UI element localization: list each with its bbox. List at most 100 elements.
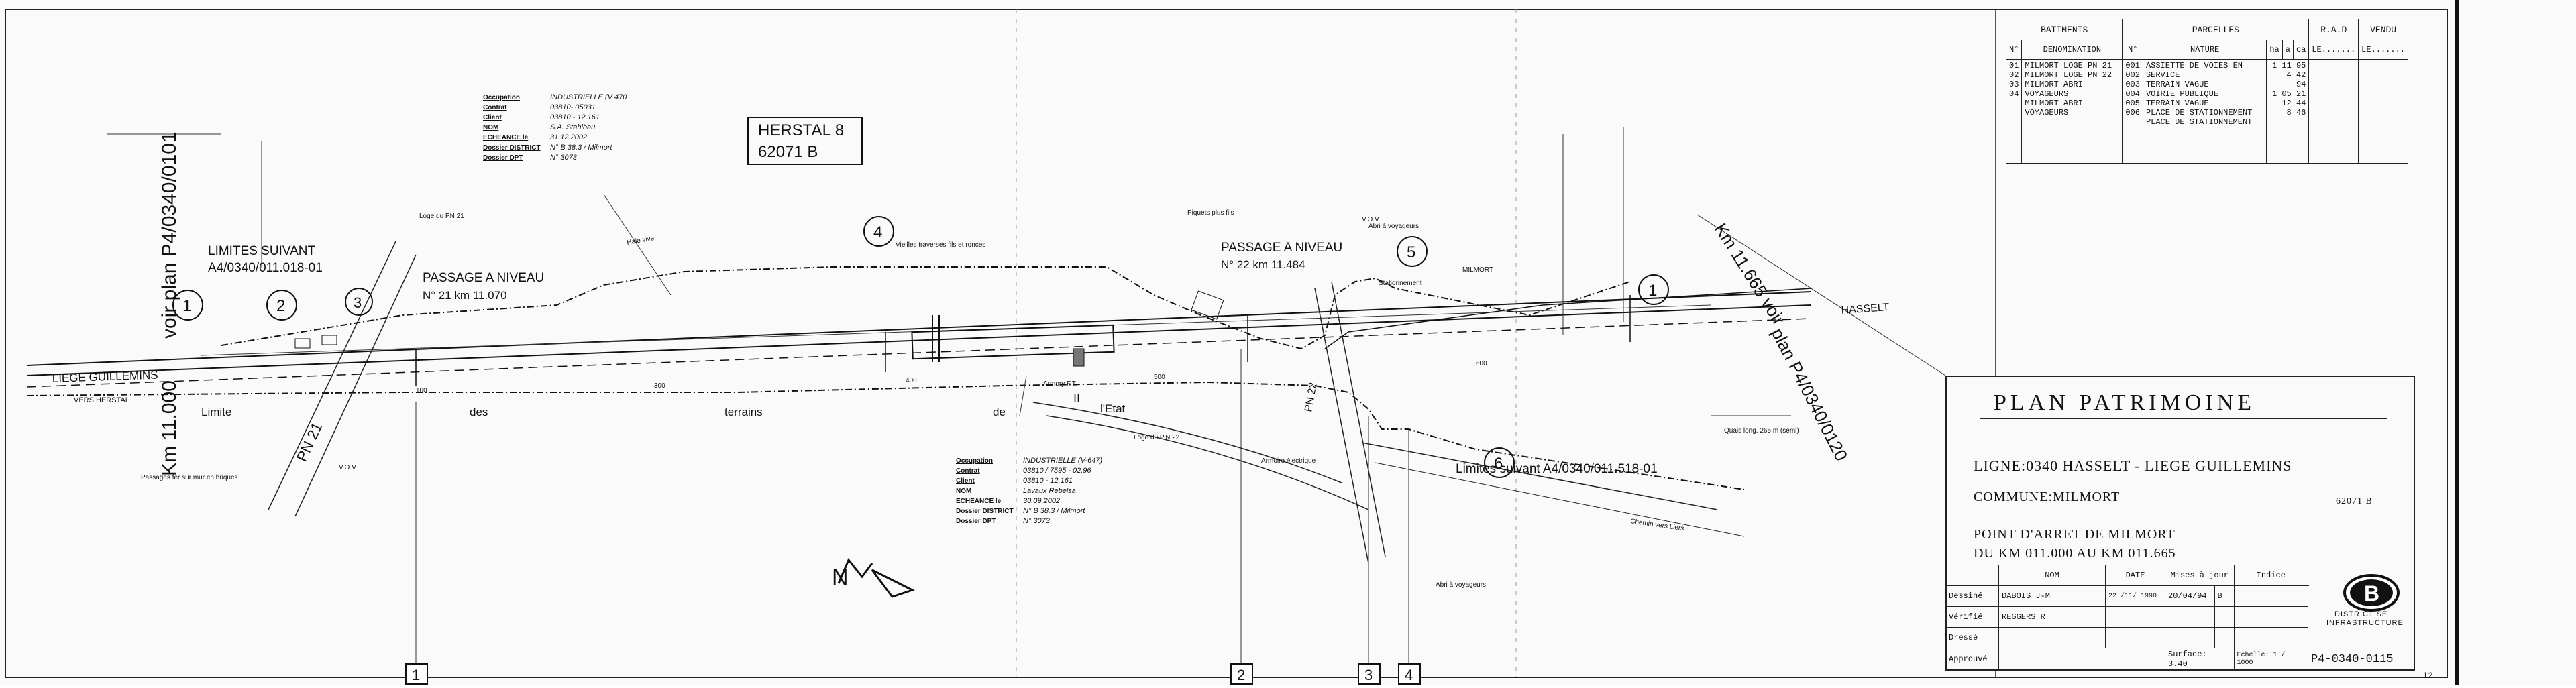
legend-entry: MILMORT LOGE PN 22 xyxy=(2025,70,2112,80)
station-right-label: HASSELT xyxy=(1841,302,1890,317)
sig-surface: Surface: 3.40 xyxy=(2165,648,2235,671)
label-piquets: Piquets plus fils xyxy=(1187,209,1234,217)
pn22-road xyxy=(1331,281,1386,557)
sncb-logo-icon: B xyxy=(2343,574,2400,612)
limits-left-ref: A4/0340/011.018-01 xyxy=(208,261,323,275)
occupation-value: N° 3073 xyxy=(550,154,578,162)
plan-left-label: voir plan P4/0340/0101 xyxy=(158,131,180,339)
occupation-value: 03810 / 7595 - 02.96 xyxy=(1023,467,1091,475)
label-vov-2: V.O.V xyxy=(1362,216,1379,223)
occupation-key: ECHEANCE le xyxy=(483,134,529,141)
diagonal-km-line xyxy=(1697,214,1946,376)
occupation-value: 03810 - 12.161 xyxy=(550,113,600,121)
district-label: DISTRICT SE xyxy=(2334,610,2388,618)
occupation-key: Occupation xyxy=(483,94,520,101)
km-start-label: Km 11.000 xyxy=(158,380,180,476)
occupation-key: Dossier DPT xyxy=(483,154,523,162)
limit-word-3: terrains xyxy=(724,406,763,418)
svg-text:2: 2 xyxy=(276,297,285,315)
road-curve xyxy=(1032,402,1342,483)
sig-date-header: DATE xyxy=(2105,565,2165,586)
callout-4: 4 xyxy=(863,216,894,247)
limit-word-1: Limite xyxy=(201,406,231,418)
road-curve xyxy=(1046,415,1369,510)
callout-5: 5 xyxy=(1397,236,1428,267)
occupation-value: 31.12.2002 xyxy=(550,133,587,141)
rad-cell xyxy=(2308,59,2359,164)
svg-text:2: 2 xyxy=(1237,667,1245,683)
title-subject-1: POINT D'ARRET DE MILMORT xyxy=(1974,527,2176,542)
label-abri-top: Abri à voyageurs xyxy=(1368,223,1419,230)
rad-header: R.A.D xyxy=(2308,19,2359,40)
sig-verifie-name: REGGERS R xyxy=(1998,606,2106,628)
svg-text:6: 6 xyxy=(1494,455,1503,473)
svg-text:1: 1 xyxy=(182,297,191,315)
track-line xyxy=(26,304,1812,376)
sheet-number: 12 xyxy=(2423,671,2434,680)
sig-verifie-label: Vérifié xyxy=(1945,606,1999,628)
limit-word-4: de xyxy=(993,406,1006,418)
track-ii-label: II xyxy=(1073,392,1080,405)
callout-3: 3 xyxy=(345,288,373,316)
limits-right-label: Limites suivant A4/0340/011.518-01 xyxy=(1456,462,1658,476)
house xyxy=(1191,290,1224,320)
sig-dessine-label: Dessiné xyxy=(1945,585,1999,607)
km-mark: 500 xyxy=(1154,374,1165,381)
sig-dresse-label: Dressé xyxy=(1945,627,1999,648)
occupation-key: Contrat xyxy=(483,104,507,111)
sheet-border xyxy=(5,9,2448,678)
col-vendu-le: LE....... xyxy=(2358,40,2408,60)
occupation-key: Dossier DPT xyxy=(956,518,996,525)
km-mark: 400 xyxy=(906,377,917,384)
limits-left-label: LIMITES SUIVANT xyxy=(208,244,316,258)
legend-entry: 02 xyxy=(2009,70,2019,80)
occupation-key: Occupation xyxy=(956,457,993,465)
pn22-km: N° 22 km 11.484 xyxy=(1221,258,1305,271)
legend-entry: MILMORT ABRI VOYAGEURS xyxy=(2025,80,2083,99)
pn22-road-label: PN 22 xyxy=(1303,382,1319,413)
km-mark: 300 xyxy=(654,382,665,390)
occupation-value: INDUSTRIELLE (V 470 xyxy=(550,93,627,101)
legend-table: BATIMENTS PARCELLES R.A.D VENDU N° DENOM… xyxy=(2005,19,2408,164)
limit-word-2: des xyxy=(470,406,488,418)
callout-6: 6 xyxy=(1484,447,1515,478)
direction-left-label: VERS HERSTAL xyxy=(74,396,129,404)
pn21-road-label: PN 21 xyxy=(293,420,326,464)
col-no: N° xyxy=(2005,40,2023,60)
legend-entry: 006 xyxy=(2125,108,2140,117)
legend-entry: 12 44 xyxy=(2282,99,2306,108)
label-armoire: Armoire électrique xyxy=(1261,457,1316,465)
track-line xyxy=(26,318,1812,388)
km-mark: 600 xyxy=(1476,360,1487,367)
leader xyxy=(603,194,672,296)
sig-mise-indice: B xyxy=(2214,585,2235,607)
occupation-key: Dossier DISTRICT xyxy=(483,144,541,152)
svg-text:B: B xyxy=(2364,581,2379,606)
svg-text:5: 5 xyxy=(1407,243,1415,262)
label-armory: Armory F.T. xyxy=(1043,380,1077,388)
occupation-value: S.A. Stahlbau xyxy=(550,123,595,131)
label-haie-vive: Haie vive xyxy=(627,235,655,247)
legend-entry: MILMORT LOGE PN 21 xyxy=(2025,61,2112,70)
infrastructure-label: INFRASTRUCTURE xyxy=(2326,619,2404,627)
occupation-value: 03810 - 12.161 xyxy=(1023,477,1073,485)
occupation-value: N° B 38.3 / Milmort xyxy=(1023,507,1085,515)
label-quai: Quais long. 265 m (semi) xyxy=(1724,427,1799,435)
pn21-title: PASSAGE A NIVEAU xyxy=(423,271,544,285)
platform-shelter xyxy=(911,324,1115,360)
legend-entry: 94 xyxy=(2296,80,2306,89)
svg-text:1: 1 xyxy=(1648,282,1657,300)
limit-word-5: l'Etat xyxy=(1100,402,1126,415)
col-ha: ha xyxy=(2266,40,2283,60)
road-line xyxy=(1361,442,1718,510)
occupation-key: Client xyxy=(483,114,502,121)
label-loge-pn21: Loge du PN 21 xyxy=(419,213,464,220)
batiments-header: BATIMENTS xyxy=(2005,19,2123,40)
sig-dessine-name: DABOIS J-M xyxy=(1998,585,2106,607)
